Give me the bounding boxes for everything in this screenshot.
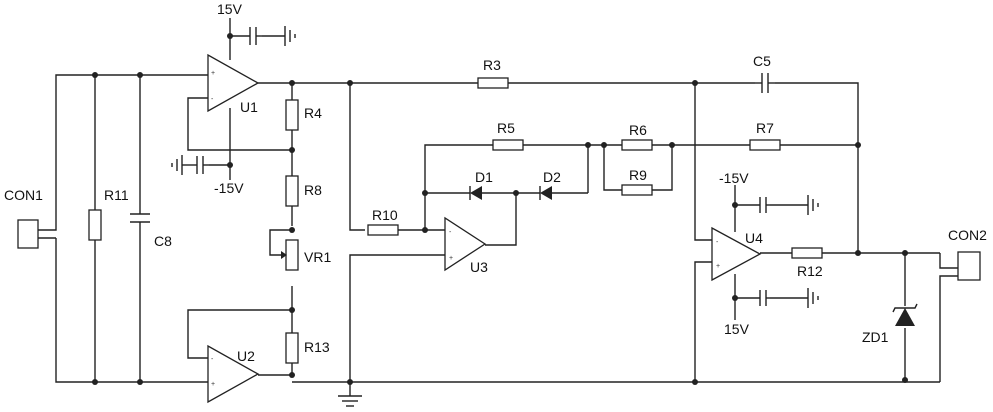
svg-text:-: - [211, 356, 214, 363]
resistor-r10: R10 [367, 207, 399, 236]
u4-positive-supply-label: 15V [724, 321, 750, 337]
d2-label: D2 [543, 169, 561, 185]
wires [37, 18, 958, 396]
r8-label: R8 [304, 182, 322, 198]
opamp-u2: - + U2 [207, 344, 260, 404]
ground-symbol-u4-pos [807, 288, 819, 308]
resistor-r8: R8 [285, 175, 322, 207]
svg-text:-: - [211, 96, 214, 103]
zd1-label: ZD1 [862, 329, 889, 345]
svg-text:+: + [211, 70, 215, 77]
r13-label: R13 [304, 339, 330, 355]
resistor-r9: R9 [621, 167, 653, 196]
svg-text:+: + [449, 255, 453, 262]
resistor-r11: R11 [88, 187, 129, 241]
capacitor-c5: C5 [753, 53, 775, 93]
r6-label: R6 [629, 122, 647, 138]
opamp-u4: - + U4 [711, 226, 763, 282]
zener-diode-zd1: ZD1 [862, 303, 918, 345]
r11-label: R11 [104, 187, 129, 203]
c5-label: C5 [753, 53, 771, 69]
opamp-u3: - + U3 [444, 216, 488, 275]
r12-label: R12 [797, 263, 823, 279]
u1-negative-supply-label: -15V [214, 180, 244, 196]
svg-text:-: - [449, 229, 452, 236]
u2-label: U2 [237, 348, 255, 364]
r9-label: R9 [629, 167, 647, 183]
vr1-label: VR1 [304, 249, 331, 265]
r4-label: R4 [304, 105, 322, 121]
ground-symbol-u1-pos [284, 26, 296, 46]
u1-label: U1 [240, 99, 258, 115]
r5-label: R5 [497, 120, 515, 136]
bypass-capacitor-u4-neg [759, 197, 770, 213]
con2-label: CON2 [948, 227, 987, 243]
u4-label: U4 [745, 230, 763, 246]
u4-negative-supply-label: -15V [719, 170, 749, 186]
c8-label: C8 [154, 233, 172, 249]
resistor-r13: R13 [285, 332, 330, 364]
resistor-r12: R12 [791, 247, 823, 279]
r3-label: R3 [483, 57, 501, 73]
resistor-r3: R3 [477, 57, 509, 89]
capacitor-c8: C8 [130, 213, 172, 249]
svg-text:-: - [716, 239, 719, 246]
opamp-u1: + - U1 [207, 53, 260, 115]
resistor-r4: R4 [285, 99, 322, 131]
junction-dots [92, 33, 908, 385]
resistor-r6: R6 [621, 122, 653, 151]
resistor-r7: R7 [749, 120, 781, 151]
bypass-capacitor-u1-pos [249, 27, 262, 45]
diode-d2: D2 [539, 169, 561, 200]
svg-text:+: + [716, 263, 720, 270]
potentiometer-vr1: VR1 [281, 239, 331, 271]
resistor-r5: R5 [492, 120, 524, 151]
connector-con1: CON1 [4, 187, 43, 249]
ground-symbol-main [338, 395, 362, 407]
ground-symbol-u1-neg [171, 155, 183, 175]
r7-label: R7 [756, 120, 774, 136]
bypass-capacitor-u1-neg [196, 156, 209, 174]
svg-text:+: + [211, 381, 215, 388]
r10-label: R10 [372, 207, 398, 223]
con1-label: CON1 [4, 187, 43, 203]
ground-symbol-u4-neg [807, 195, 819, 215]
u1-positive-supply-label: 15V [217, 1, 243, 17]
u3-label: U3 [470, 259, 488, 275]
bypass-capacitor-u4-pos [759, 290, 770, 306]
connector-con2: CON2 [948, 227, 987, 281]
diode-d1: D1 [469, 169, 493, 200]
d1-label: D1 [475, 169, 493, 185]
